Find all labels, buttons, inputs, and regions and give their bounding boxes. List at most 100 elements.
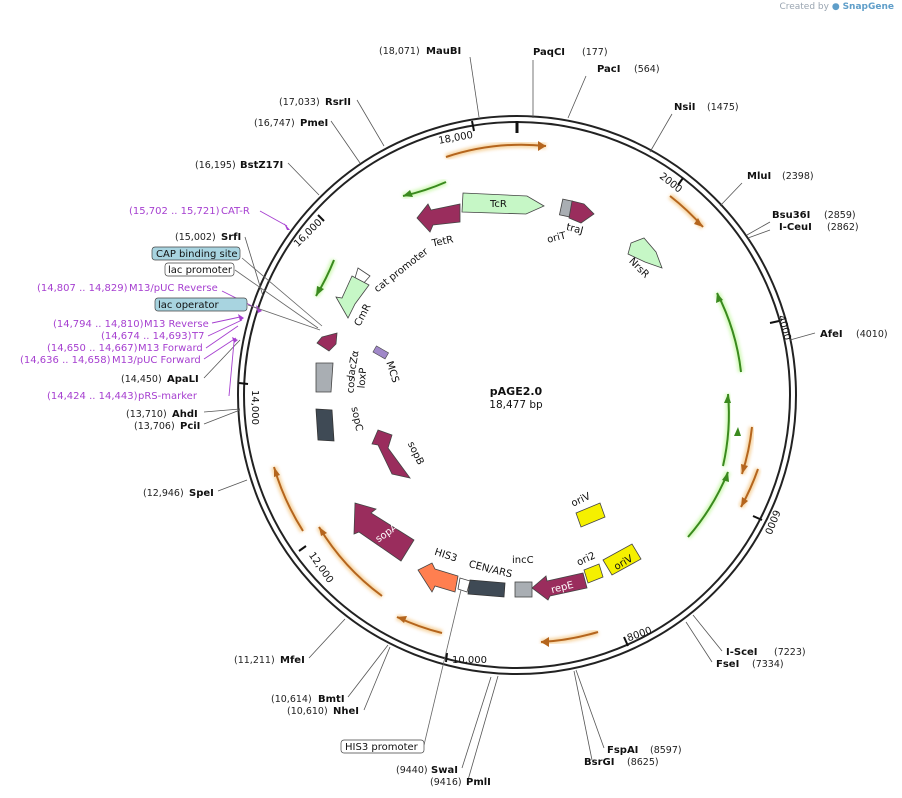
primer-labels: (15,702 .. 15,721) CAT-R (14,807 .. 14,8… <box>20 206 250 402</box>
primer-name: T7 <box>191 331 204 342</box>
enzyme-name: PacI <box>597 64 620 75</box>
feature-label: repE <box>550 580 575 596</box>
enzyme-pos: (8625) <box>627 757 659 768</box>
mcs-block <box>372 345 389 360</box>
boxed-leaders <box>234 257 462 746</box>
cen-ars-block <box>467 579 506 598</box>
ruler-label: 14,000 <box>249 390 260 425</box>
enzyme-name: MauBI <box>426 46 461 57</box>
enzyme-pos: (7334) <box>752 659 784 670</box>
enzyme-name: PmlI <box>466 777 491 788</box>
primer-name: M13 Reverse <box>144 319 209 330</box>
primer-name: pRS-marker <box>138 391 198 402</box>
boxed-text: CAP binding site <box>156 249 238 260</box>
enzyme-name: SwaI <box>431 765 458 776</box>
ruler-label: 10,000 <box>452 655 487 666</box>
plasmid-length: 18,477 bp <box>489 399 543 411</box>
repe-arrow <box>531 572 588 601</box>
feature-label: cat promoter <box>372 246 431 295</box>
feature-label: cos <box>345 376 357 394</box>
enzyme-name: PmeI <box>300 118 328 129</box>
enzyme-pos: (10,614) <box>271 694 312 705</box>
enzyme-name: SrfI <box>221 232 241 243</box>
enzyme-name: I-CeuI <box>779 222 812 233</box>
snapgene-credit: Created by ● SnapGene <box>779 2 894 12</box>
credit-brand: SnapGene <box>842 2 894 12</box>
feature-label: CEN/ARS <box>468 559 514 580</box>
enzyme-pos: (177) <box>582 47 608 58</box>
enzyme-pos: (17,033) <box>279 97 320 108</box>
ruler-label: 12,000 <box>306 550 335 585</box>
enzyme-pos: (8597) <box>650 745 682 756</box>
enzyme-pos: (9440) <box>396 765 428 776</box>
primer-pos: (14,674 .. 14,693) <box>101 331 192 342</box>
enzyme-pos: (1475) <box>707 102 739 113</box>
feature-label: HIS3 <box>433 547 458 565</box>
his3-arrow <box>417 562 459 593</box>
orf-arc <box>445 143 547 158</box>
enzyme-pos: (13,706) <box>134 421 175 432</box>
enzyme-name: AfeI <box>820 329 843 340</box>
enzyme-pos: (18,071) <box>379 46 420 57</box>
lac-promoter-label: lac promoter <box>164 262 235 277</box>
enzyme-labels-left: (9440) SwaI (9416) PmlI (10,614) BmtI (1… <box>121 46 491 788</box>
enzyme-name: NheI <box>333 706 359 717</box>
feature-label: CmR <box>353 302 374 328</box>
enzyme-name: ApaLI <box>167 374 199 385</box>
feature-label: loxP <box>356 367 369 388</box>
enzyme-pos: (16,747) <box>254 118 295 129</box>
boxed-text: lac promoter <box>168 265 233 276</box>
traj-arrow <box>568 200 595 224</box>
enzyme-name: I-SceI <box>726 647 758 658</box>
feature-label: TcR <box>489 199 507 210</box>
credit-prefix: Created by <box>779 2 829 12</box>
snapgene-logo-icon: ● <box>831 2 840 12</box>
enzyme-pos: (11,211) <box>234 655 275 666</box>
enzyme-name: FspAI <box>607 745 638 756</box>
enzyme-pos: (14,450) <box>121 374 162 385</box>
enzyme-name: SpeI <box>189 488 214 499</box>
enzyme-pos: (564) <box>634 64 660 75</box>
primer-name: CAT-R <box>221 206 250 217</box>
primer-pos: (15,702 .. 15,721) <box>129 206 220 217</box>
ruler-label: 4000 <box>775 314 792 341</box>
cmr-arrow <box>335 275 370 319</box>
enzyme-pos: (12,946) <box>143 488 184 499</box>
cos-block <box>315 362 334 393</box>
boxed-text: lac operator <box>158 300 219 311</box>
enzyme-name: RsrII <box>325 97 351 108</box>
enzyme-name: NsiI <box>674 102 695 113</box>
incc-block <box>514 581 533 598</box>
feature-label: TetR <box>430 234 454 249</box>
enzyme-name: FseI <box>716 659 739 670</box>
feature-label: traJ <box>565 222 584 237</box>
oriv-upper <box>575 502 606 528</box>
lacz-arrow <box>316 332 338 352</box>
lac-operator-label: lac operator <box>154 297 248 312</box>
orf-arcs <box>271 141 761 647</box>
enzyme-name: PaqCI <box>533 47 565 58</box>
enzyme-pos: (2862) <box>827 222 859 233</box>
enzyme-pos: (9416) <box>430 777 462 788</box>
cap-binding-site-label: CAP binding site <box>151 246 241 261</box>
his3-promoter-arrow <box>457 577 471 593</box>
enzyme-name: AhdI <box>172 409 198 420</box>
feature-label: incC <box>512 555 534 566</box>
enzyme-leaders <box>203 56 816 781</box>
primer-name: M13/pUC Reverse <box>129 283 218 294</box>
nrsr-arrow <box>627 237 663 269</box>
enzyme-name: BstZ17I <box>240 160 283 171</box>
enzyme-pos: (7223) <box>774 647 806 658</box>
primer-pos: (14,807 .. 14,829) <box>37 283 128 294</box>
plasmid-name: pAGE2.0 <box>490 385 543 398</box>
sopc-block <box>315 408 335 442</box>
primer-pos: (14,650 .. 14,667) <box>47 343 138 354</box>
enzyme-name: BsrGI <box>584 757 614 768</box>
enzyme-name: MluI <box>747 171 771 182</box>
his3-promoter-label: HIS3 promoter <box>340 739 425 754</box>
primer-name: M13/pUC Forward <box>112 355 201 366</box>
oriv-lower <box>602 543 642 576</box>
enzyme-name: BmtI <box>318 694 345 705</box>
enzyme-name: MfeI <box>280 655 305 666</box>
